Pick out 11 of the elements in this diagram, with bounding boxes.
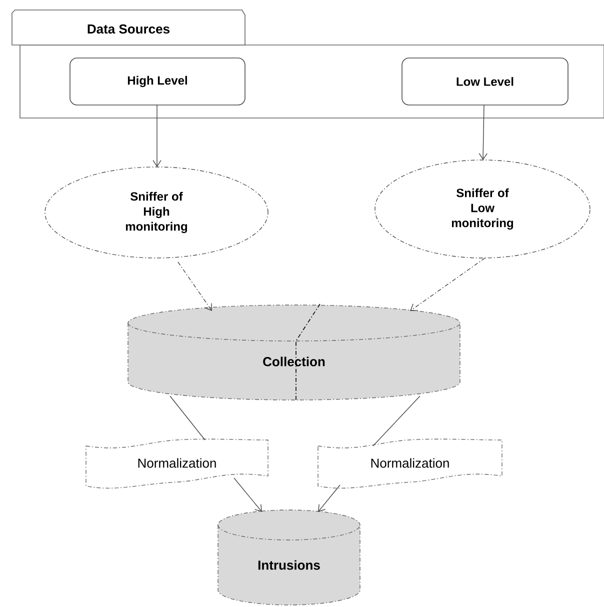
arrow [178,262,212,311]
arrow [410,258,486,311]
source-box: Low Level [402,58,568,106]
arrow [318,484,340,512]
source-box: High Level [70,58,246,106]
arrow [478,104,488,160]
arrow [234,478,262,512]
database-cylinder: Intrusions [218,510,360,606]
arrow [152,104,162,167]
database-cylinder: Collection [128,304,460,400]
node-label: Data Sources [88,24,170,34]
